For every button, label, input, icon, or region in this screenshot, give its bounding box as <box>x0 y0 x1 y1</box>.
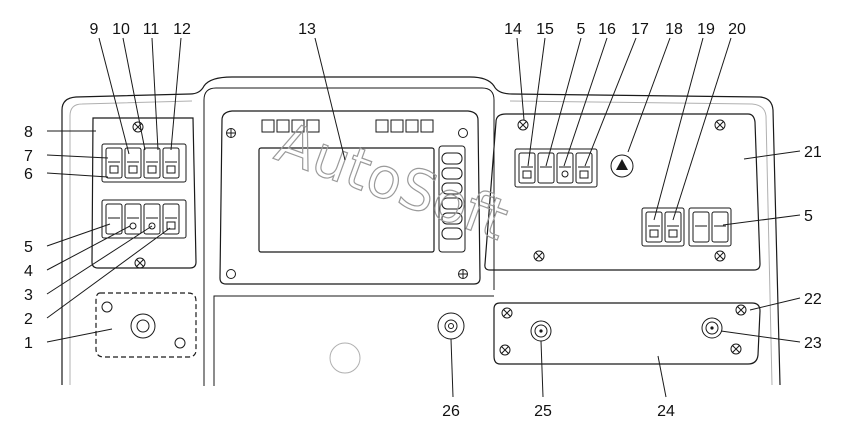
leader-lines <box>46 37 801 398</box>
callout-22: 22 <box>804 291 822 308</box>
rocker-switch <box>537 152 555 184</box>
rocker-switch <box>575 152 593 184</box>
screw <box>714 119 726 131</box>
callout-17: 17 <box>631 21 649 38</box>
rocker-switch <box>143 203 161 235</box>
callout-14: 14 <box>504 21 522 38</box>
callout-20: 20 <box>728 21 746 38</box>
rotary-knob <box>437 312 465 340</box>
rocker-switch <box>711 211 729 243</box>
callout-3: 3 <box>24 287 33 304</box>
callout-26: 26 <box>442 403 460 420</box>
screw <box>134 257 146 269</box>
rocker-switch <box>645 211 663 243</box>
rocker-switch <box>162 203 180 235</box>
hazard-button <box>610 154 634 178</box>
screw <box>714 250 726 262</box>
socket-23 <box>701 317 723 339</box>
rocker-switch <box>556 152 574 184</box>
callout-7: 7 <box>24 148 33 165</box>
display-screen <box>258 147 435 253</box>
rocker-switch <box>162 147 180 179</box>
callout-1: 1 <box>24 335 33 352</box>
callout-23: 23 <box>804 335 822 352</box>
screw <box>458 128 468 138</box>
screw <box>499 344 511 356</box>
rocker-switch <box>143 147 161 179</box>
callout-labels: 9 10 11 12 13 14 15 5 16 17 18 19 20 8 7… <box>24 21 822 420</box>
callout-2: 2 <box>24 311 33 328</box>
dashboard-outline <box>61 76 781 386</box>
callout-15: 15 <box>536 21 554 38</box>
right-switch-panel <box>484 113 761 271</box>
callout-4: 4 <box>24 263 33 280</box>
screw <box>735 304 747 316</box>
left-switch-panel <box>91 117 197 269</box>
rocker-switch <box>124 203 142 235</box>
rocker-switch <box>518 152 536 184</box>
callout-18: 18 <box>665 21 683 38</box>
callout-12: 12 <box>173 21 191 38</box>
ignition-plate <box>95 292 197 358</box>
callout-21: 21 <box>804 144 822 161</box>
callout-8: 8 <box>24 124 33 141</box>
callout-19: 19 <box>697 21 715 38</box>
screw <box>517 119 529 131</box>
callout-5-left: 5 <box>24 239 33 256</box>
callout-9: 9 <box>90 21 99 38</box>
callout-11: 11 <box>143 21 160 38</box>
rocker-switch <box>664 211 682 243</box>
callout-6: 6 <box>24 166 33 183</box>
screw <box>226 128 236 138</box>
callout-24: 24 <box>657 403 675 420</box>
callout-10: 10 <box>112 21 130 38</box>
rocker-switch <box>124 147 142 179</box>
screw <box>533 250 545 262</box>
callout-5-right: 5 <box>804 208 813 225</box>
screw <box>458 269 468 279</box>
callout-5-top: 5 <box>577 21 586 38</box>
screw <box>501 307 513 319</box>
callout-13: 13 <box>298 21 316 38</box>
rocker-switch <box>692 211 710 243</box>
screw <box>226 269 236 279</box>
callout-16: 16 <box>598 21 616 38</box>
lower-right-plate <box>493 302 761 365</box>
socket-25 <box>530 320 552 342</box>
screw <box>730 343 742 355</box>
callout-25: 25 <box>534 403 552 420</box>
rocker-switch <box>105 147 123 179</box>
central-display <box>219 110 481 285</box>
rocker-switch <box>105 203 123 235</box>
